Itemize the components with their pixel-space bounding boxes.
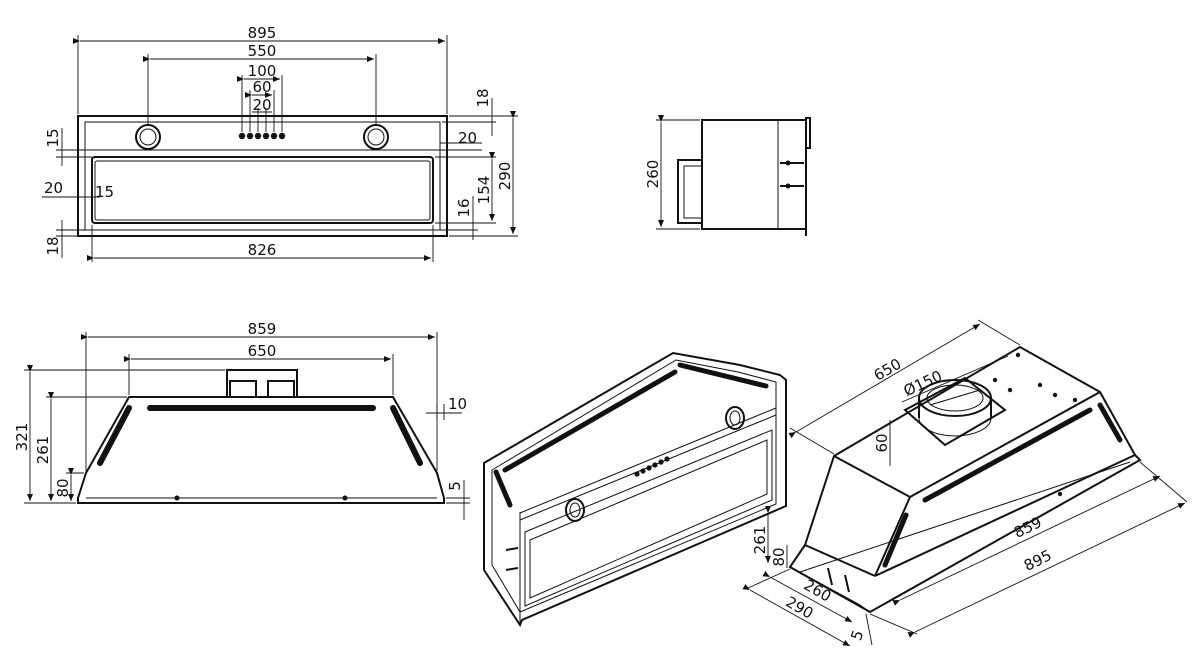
dim-16: 16 [455,198,473,217]
dim-650-iso: 650 [871,355,905,385]
dim-5-iso: 5 [847,628,867,643]
dim-650-elev: 650 [248,342,277,360]
control-buttons-icon [238,132,286,140]
front-view: 895 550 100 60 20 18 290 20 154 [42,24,518,262]
dim-20-right: 20 [458,129,477,147]
dim-550: 550 [248,42,277,60]
front-perspective [483,351,787,628]
dim-60: 60 [252,78,271,96]
dim-321: 321 [13,423,31,452]
dim-261-iso: 261 [751,526,769,555]
dim-260-side: 260 [644,160,662,189]
dim-100: 100 [248,62,277,80]
dim-18-top: 18 [474,88,492,107]
dim-10: 10 [448,395,467,413]
dim-290: 290 [496,162,514,191]
perspective-buttons-icon [634,456,670,477]
side-view: 260 [644,115,811,236]
dim-261-elev: 261 [34,436,52,465]
dim-5-elev: 5 [446,481,464,491]
dim-18-bottom: 18 [44,236,62,255]
perspective-knob-left-icon [565,498,585,522]
dim-20-left: 20 [44,179,63,197]
dim-15-left: 15 [44,128,62,147]
left-knob-icon [135,124,161,150]
dim-80-iso: 80 [770,547,788,566]
dim-154: 154 [475,176,493,205]
dim-60-iso: 60 [873,433,891,452]
perspective-knob-right-icon [725,406,745,430]
elevation-view: 859 650 321 261 80 10 5 [13,320,470,520]
dim-20-buttons: 20 [252,96,271,114]
dim-895: 895 [248,24,277,42]
dim-15-inner: 15 [95,183,114,201]
dim-80-elev: 80 [54,478,72,497]
dim-859-elev: 859 [248,320,277,338]
isometric-view: 650 Ø150 60 261 80 859 895 260 290 5 [742,319,1188,647]
right-knob-icon [363,124,389,150]
dim-826: 826 [248,241,277,259]
dim-895-iso: 895 [1021,546,1055,575]
